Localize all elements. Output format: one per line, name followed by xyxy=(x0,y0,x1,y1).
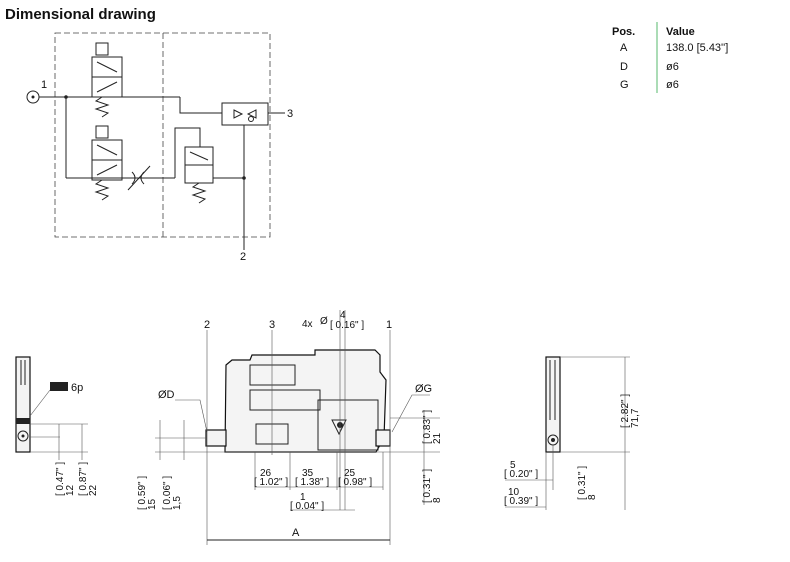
port-3-label: 3 xyxy=(287,108,293,120)
dim-5: 5 xyxy=(510,460,516,471)
side-view-right: 71,7 [ 2.82" ] 5 [ 0.20" ] 10 [ 0.39" ] … xyxy=(504,356,641,510)
page-title: Dimensional drawing xyxy=(5,6,156,23)
dim-8: 8 xyxy=(432,497,443,503)
dim-5-in: [ 0.20" ] xyxy=(504,469,538,480)
connector-icon xyxy=(50,382,68,391)
dim-8-right-in: [ 0.31" ] xyxy=(577,466,588,500)
table-cell: D xyxy=(620,61,628,73)
dim-10: 10 xyxy=(508,487,520,498)
dim-71-7: 71,7 xyxy=(630,408,641,428)
solenoid-valve-2 xyxy=(91,125,123,201)
port-1-callout: 1 xyxy=(386,319,392,331)
table-cell: ø6 xyxy=(666,61,679,73)
dim-35: 35 xyxy=(302,468,314,479)
dim-a: A xyxy=(292,527,300,539)
table-cell: A xyxy=(620,42,628,54)
dia-g-label: ØG xyxy=(415,383,432,395)
hole-dia-in: [ 0.16" ] xyxy=(330,320,364,331)
dim-21-in: [ 0.83" ] xyxy=(422,410,433,444)
hole-count: 4x xyxy=(302,319,313,330)
dim-35-in: [ 1.38" ] xyxy=(295,477,329,488)
dim-21: 21 xyxy=(432,432,443,444)
table-header-value: Value xyxy=(666,26,695,38)
dim-1-5-in: [ 0.06" ] xyxy=(162,476,173,510)
connector-label: 6p xyxy=(71,382,83,394)
pneumatic-schematic: 1 xyxy=(26,32,293,263)
port-1-label: 1 xyxy=(41,79,47,91)
table-header-pos: Pos. xyxy=(612,26,635,38)
hole-dia: 4 xyxy=(340,310,346,321)
dim-22: 22 xyxy=(88,484,99,496)
side-view-left: 6p 12 [ 0.47" ] 22 [ 0.87" ] xyxy=(15,356,99,496)
port-2-callout: 2 xyxy=(204,319,210,331)
dim-15-in: [ 0.59" ] xyxy=(137,476,148,510)
dim-8-right: 8 xyxy=(587,494,598,500)
dim-25: 25 xyxy=(344,468,356,479)
throttle-valve-icon xyxy=(127,165,151,191)
dim-71-7-in: [ 2.82" ] xyxy=(620,394,631,428)
port-2-label: 2 xyxy=(240,251,246,263)
dim-1-in: [ 0.04" ] xyxy=(290,501,324,512)
dia-d-label: ØD xyxy=(158,389,175,401)
dim-26-in: [ 1.02" ] xyxy=(254,477,288,488)
solenoid-valve-1 xyxy=(91,42,123,118)
check-valve-block xyxy=(221,102,285,250)
dim-12-in: [ 0.47" ] xyxy=(55,462,66,496)
table-cell: 138.0 [5.43''] xyxy=(666,42,728,54)
table-cell: G xyxy=(620,79,629,91)
hole-symbol: Ø xyxy=(320,316,328,327)
port-3-callout: 3 xyxy=(269,319,275,331)
dimension-table: Pos. Value A 138.0 [5.43''] D ø6 G ø6 xyxy=(612,22,728,93)
front-view: 2 3 1 4x Ø 4 [ 0.16" ] ØD ØG 15 [ 0.59" … xyxy=(137,310,443,545)
dim-26: 26 xyxy=(260,468,272,479)
dim-22-in: [ 0.87" ] xyxy=(78,462,89,496)
dim-25-in: [ 0.98" ] xyxy=(338,477,372,488)
table-cell: ø6 xyxy=(666,79,679,91)
dim-15: 15 xyxy=(147,498,158,510)
pilot-valve xyxy=(174,127,244,204)
dim-8-in: [ 0.31" ] xyxy=(422,469,433,503)
dim-12: 12 xyxy=(65,484,76,496)
dim-1-5: 1,5 xyxy=(172,496,183,510)
dim-1: 1 xyxy=(300,492,306,503)
schematic-boundary xyxy=(54,32,271,238)
dim-10-in: [ 0.39" ] xyxy=(504,496,538,507)
